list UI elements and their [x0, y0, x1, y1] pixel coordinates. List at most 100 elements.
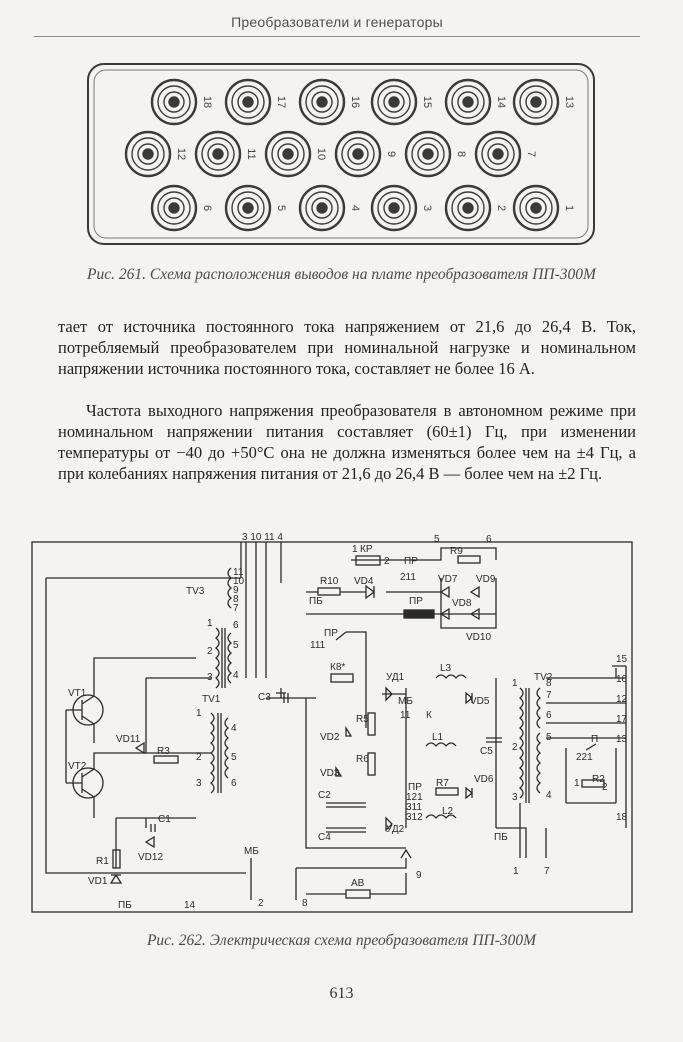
svg-text:ПР: ПР [408, 782, 422, 793]
svg-text:10: 10 [233, 576, 245, 587]
page-number: 613 [329, 985, 354, 1002]
terminal-17: 17 [224, 78, 287, 126]
svg-text:VD9: VD9 [476, 574, 496, 585]
svg-text:5: 5 [233, 640, 239, 651]
terminal-number: 10 [315, 148, 327, 160]
svg-text:С3: С3 [258, 692, 271, 703]
svg-text:7: 7 [544, 866, 550, 877]
svg-text:1: 1 [207, 618, 213, 629]
svg-text:R6: R6 [356, 754, 369, 765]
svg-text:VD2: VD2 [320, 732, 340, 743]
svg-text:2: 2 [207, 646, 213, 657]
terminal-5: 5 [224, 184, 287, 232]
terminal-13: 13 [512, 78, 575, 126]
svg-text:1: 1 [352, 544, 358, 555]
terminal-12: 12 [124, 130, 187, 178]
vt2-transistor [66, 767, 104, 799]
terminal-8: 8 [404, 130, 467, 178]
terminal-number: 3 [421, 205, 433, 211]
terminal-number: 14 [495, 96, 507, 108]
svg-text:С2: С2 [318, 790, 331, 801]
svg-text:VT2: VT2 [68, 761, 87, 772]
svg-text:С4: С4 [318, 832, 331, 843]
terminal-number: 11 [245, 148, 257, 159]
header-title: Преобразователи и генераторы [231, 14, 443, 30]
svg-text:VD10: VD10 [466, 632, 491, 643]
figure-262-caption: Рис. 262. Электрическая схема преобразов… [146, 932, 537, 949]
running-header: Преобразователи и генераторы [34, 10, 640, 37]
svg-text:312: 312 [406, 812, 423, 823]
svg-text:2: 2 [602, 782, 608, 793]
svg-text:R9: R9 [450, 546, 463, 557]
tv2-transformer [518, 687, 542, 803]
terminal-number: 16 [349, 96, 361, 108]
svg-text:VD1: VD1 [88, 876, 108, 887]
terminal-15: 15 [370, 78, 433, 126]
paragraph-text-2: Частота выходного напряжения преобразова… [58, 401, 636, 483]
terminal-2: 2 [444, 184, 507, 232]
terminal-14: 14 [444, 78, 507, 126]
svg-text:TV2: TV2 [534, 672, 553, 683]
svg-text:VD11: VD11 [116, 734, 141, 745]
terminal-3: 3 [370, 184, 433, 232]
svg-text:VD8: VD8 [452, 598, 472, 609]
terminal-1: 1 [512, 184, 575, 232]
terminal-number: 15 [421, 96, 433, 108]
svg-text:1: 1 [196, 708, 202, 719]
svg-text:111: 111 [310, 640, 326, 651]
svg-text:5: 5 [434, 534, 440, 545]
svg-text:2: 2 [258, 898, 264, 909]
svg-text:4: 4 [546, 790, 552, 801]
top-terminals-label: 3 10 11 4 [242, 532, 283, 543]
svg-text:КР: КР [360, 544, 373, 555]
terminal-9: 9 [334, 130, 397, 178]
svg-text:3: 3 [512, 792, 518, 803]
svg-text:R10: R10 [320, 576, 339, 587]
svg-text:311: 311 [406, 802, 422, 813]
tv3-label: TV3 [186, 586, 205, 597]
svg-text:6: 6 [546, 710, 552, 721]
terminal-number: 1 [563, 205, 575, 211]
svg-text:4: 4 [233, 670, 239, 681]
terminal-number: 2 [495, 205, 507, 211]
svg-text:1: 1 [574, 778, 580, 789]
paragraph-text-1: тает от источника постоянного тока напря… [58, 317, 636, 378]
svg-text:VD6: VD6 [474, 774, 494, 785]
terminal-number: 7 [525, 151, 537, 157]
svg-text:121: 121 [406, 792, 423, 803]
tv1-transformer [209, 712, 230, 794]
terminal-number: 17 [275, 96, 287, 108]
svg-text:11: 11 [233, 567, 244, 578]
terminal-7: 7 [474, 130, 537, 178]
body-paragraph-1: тает от источника постоянного тока напря… [58, 316, 636, 379]
terminal-number: 4 [349, 205, 361, 211]
terminal-6: 6 [150, 184, 213, 232]
svg-text:VD7: VD7 [438, 574, 458, 585]
svg-text:7: 7 [233, 603, 239, 614]
svg-text:8: 8 [233, 594, 239, 605]
svg-text:R3: R3 [157, 746, 170, 757]
svg-text:211: 211 [400, 572, 416, 583]
terminal-4: 4 [298, 184, 361, 232]
svg-text:2: 2 [196, 752, 202, 763]
svg-text:МБ: МБ [244, 846, 259, 857]
terminal-10: 10 [264, 130, 327, 178]
svg-text:9: 9 [233, 585, 239, 596]
terminal-number: 12 [175, 148, 187, 160]
svg-text:L3: L3 [440, 663, 452, 674]
svg-text:С1: С1 [158, 814, 171, 825]
svg-text:9: 9 [416, 870, 422, 881]
svg-text:1: 1 [513, 866, 519, 877]
svg-text:6: 6 [233, 620, 239, 631]
svg-text:ПР: ПР [409, 596, 423, 607]
svg-text:VD3: VD3 [320, 768, 340, 779]
schematic-frame [31, 541, 633, 913]
svg-text:ПБ: ПБ [309, 596, 323, 607]
svg-text:221: 221 [576, 752, 593, 763]
svg-text:18: 18 [616, 812, 628, 823]
svg-text:6: 6 [231, 778, 237, 789]
svg-text:7: 7 [546, 690, 552, 701]
svg-text:ПБ: ПБ [494, 832, 508, 843]
svg-text:2: 2 [512, 742, 518, 753]
